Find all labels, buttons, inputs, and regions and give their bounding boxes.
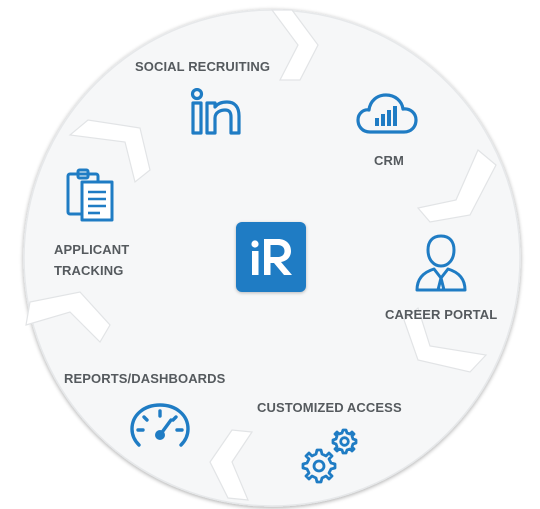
divider-top [270, 9, 319, 81]
divider-left [25, 291, 111, 343]
divider-bottom-right [403, 306, 488, 373]
person-icon [415, 234, 467, 292]
ir-logo [236, 222, 306, 292]
gears-icon [301, 428, 358, 484]
social-recruiting-label: SOCIAL RECRUITING [135, 59, 271, 74]
clipboard-icon [66, 168, 114, 222]
divider-bottom [209, 429, 254, 501]
linkedin-icon [190, 88, 241, 135]
career-portal-label: CAREER PORTAL [385, 307, 498, 322]
crm-label: CRM [374, 153, 404, 168]
customized-access-label: CUSTOMIZED ACCESS [257, 400, 402, 415]
ir-logo-mark [251, 239, 292, 275]
reports-dashboards-label: REPORTS/DASHBOARDS [64, 371, 226, 386]
divider-right [416, 149, 497, 223]
divider-top-left [68, 119, 151, 184]
gauge-icon [130, 403, 190, 447]
cloud-chart-icon [356, 93, 418, 134]
applicant-tracking-label: APPLICANT TRACKING [54, 242, 130, 278]
